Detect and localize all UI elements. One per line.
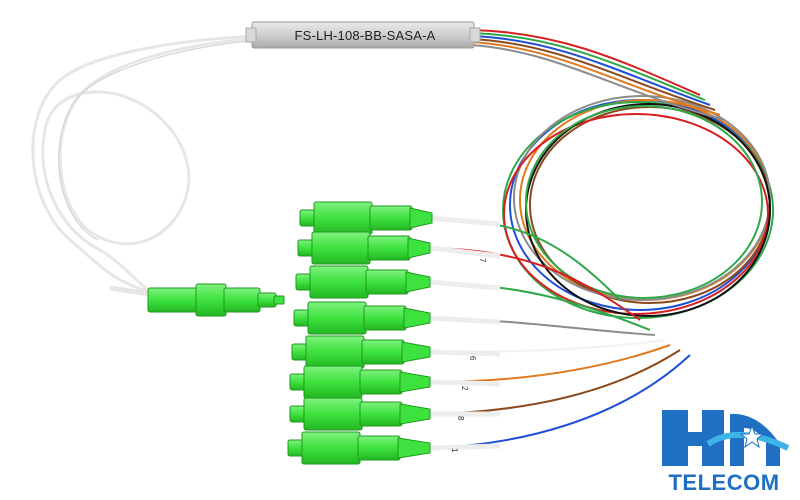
fiber-boots bbox=[429, 215, 501, 451]
sc-connector-8 bbox=[287, 431, 431, 465]
branch-numbers: 7 6 2 8 1 bbox=[450, 258, 487, 453]
sc-connector-7 bbox=[289, 397, 431, 431]
branch-number-7: 7 bbox=[478, 258, 487, 263]
branch-number-6: 6 bbox=[468, 356, 477, 361]
branch-number-8: 8 bbox=[456, 416, 465, 421]
splitter-output-fibers bbox=[471, 29, 726, 121]
sc-connector-6 bbox=[289, 365, 431, 399]
input-fiber-coil bbox=[31, 34, 259, 294]
output-fiber-coil bbox=[502, 95, 774, 319]
brand-logo: TELECOM bbox=[648, 404, 800, 500]
input-sc-connector bbox=[109, 283, 285, 317]
sc-connector-1 bbox=[299, 201, 433, 235]
output-sc-connectors bbox=[287, 201, 433, 465]
sc-connector-3 bbox=[295, 265, 431, 299]
branch-number-2: 2 bbox=[460, 386, 469, 391]
sc-connector-5 bbox=[291, 335, 431, 369]
branch-number-1: 1 bbox=[450, 448, 459, 453]
splitter-box bbox=[245, 21, 481, 49]
brand-logo-mark bbox=[662, 410, 790, 466]
sc-connector-2 bbox=[297, 231, 431, 265]
sc-connector-4 bbox=[293, 301, 431, 335]
input-fiber-coil-shadow bbox=[58, 39, 259, 241]
brand-name: TELECOM bbox=[668, 470, 780, 495]
